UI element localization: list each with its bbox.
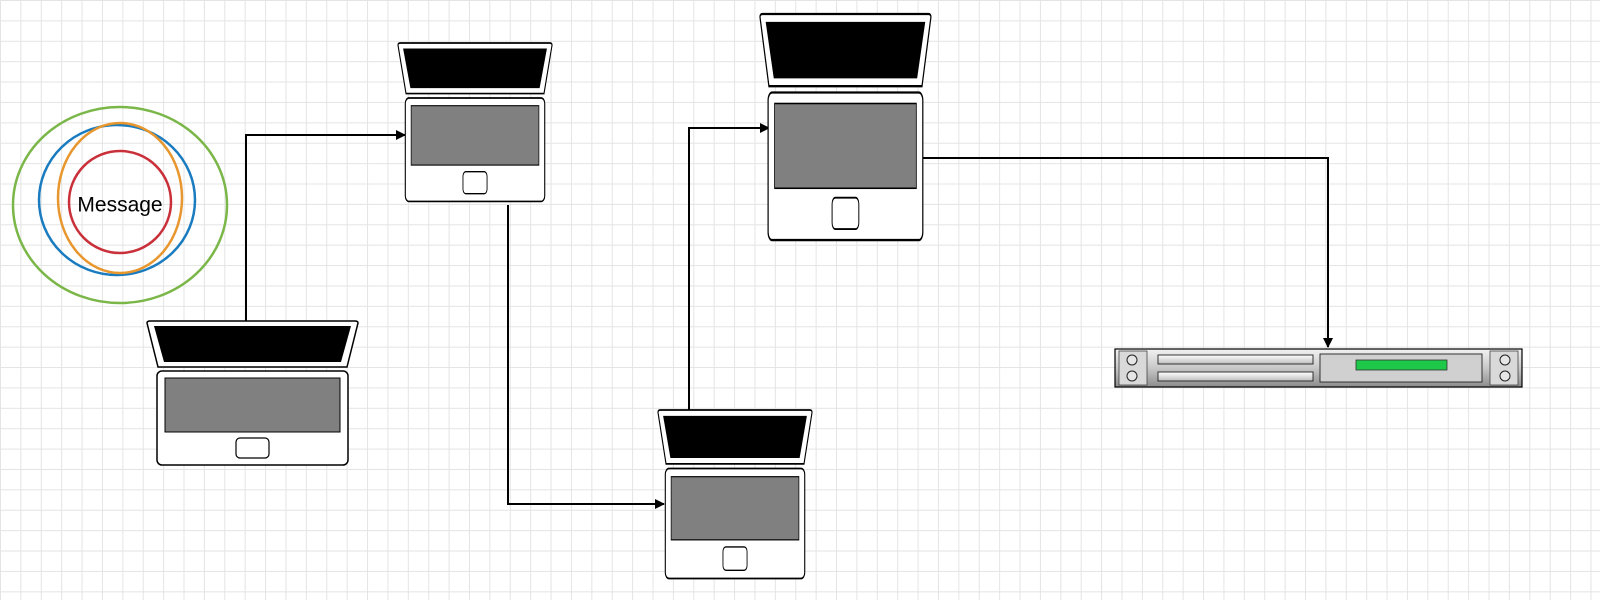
message-ring-red [67, 149, 173, 255]
edge-laptop1-to-laptop2[interactable] [245, 130, 406, 323]
server-icon [1114, 348, 1523, 388]
laptop-3[interactable] [657, 409, 813, 580]
laptop-1[interactable] [146, 320, 359, 466]
laptop-icon [759, 12, 932, 242]
message-node[interactable]: Message [11, 105, 229, 305]
message-label: Message [77, 194, 162, 217]
server-status-led [1355, 359, 1448, 371]
edge-laptop3-to-laptop4[interactable] [688, 123, 770, 410]
laptop-icon [657, 409, 813, 580]
message-ring-outer [11, 105, 229, 305]
edge-laptop2-to-laptop3[interactable] [507, 205, 665, 509]
message-ring-orange [56, 121, 184, 275]
laptop-4[interactable] [759, 12, 932, 242]
laptop-icon [146, 320, 359, 466]
server-1[interactable] [1114, 348, 1523, 388]
laptop-2[interactable] [397, 42, 553, 203]
message-ring-blue [37, 123, 197, 277]
laptop-icon [397, 42, 553, 203]
edge-laptop4-to-server[interactable] [920, 157, 1333, 348]
connectors [245, 123, 1333, 509]
